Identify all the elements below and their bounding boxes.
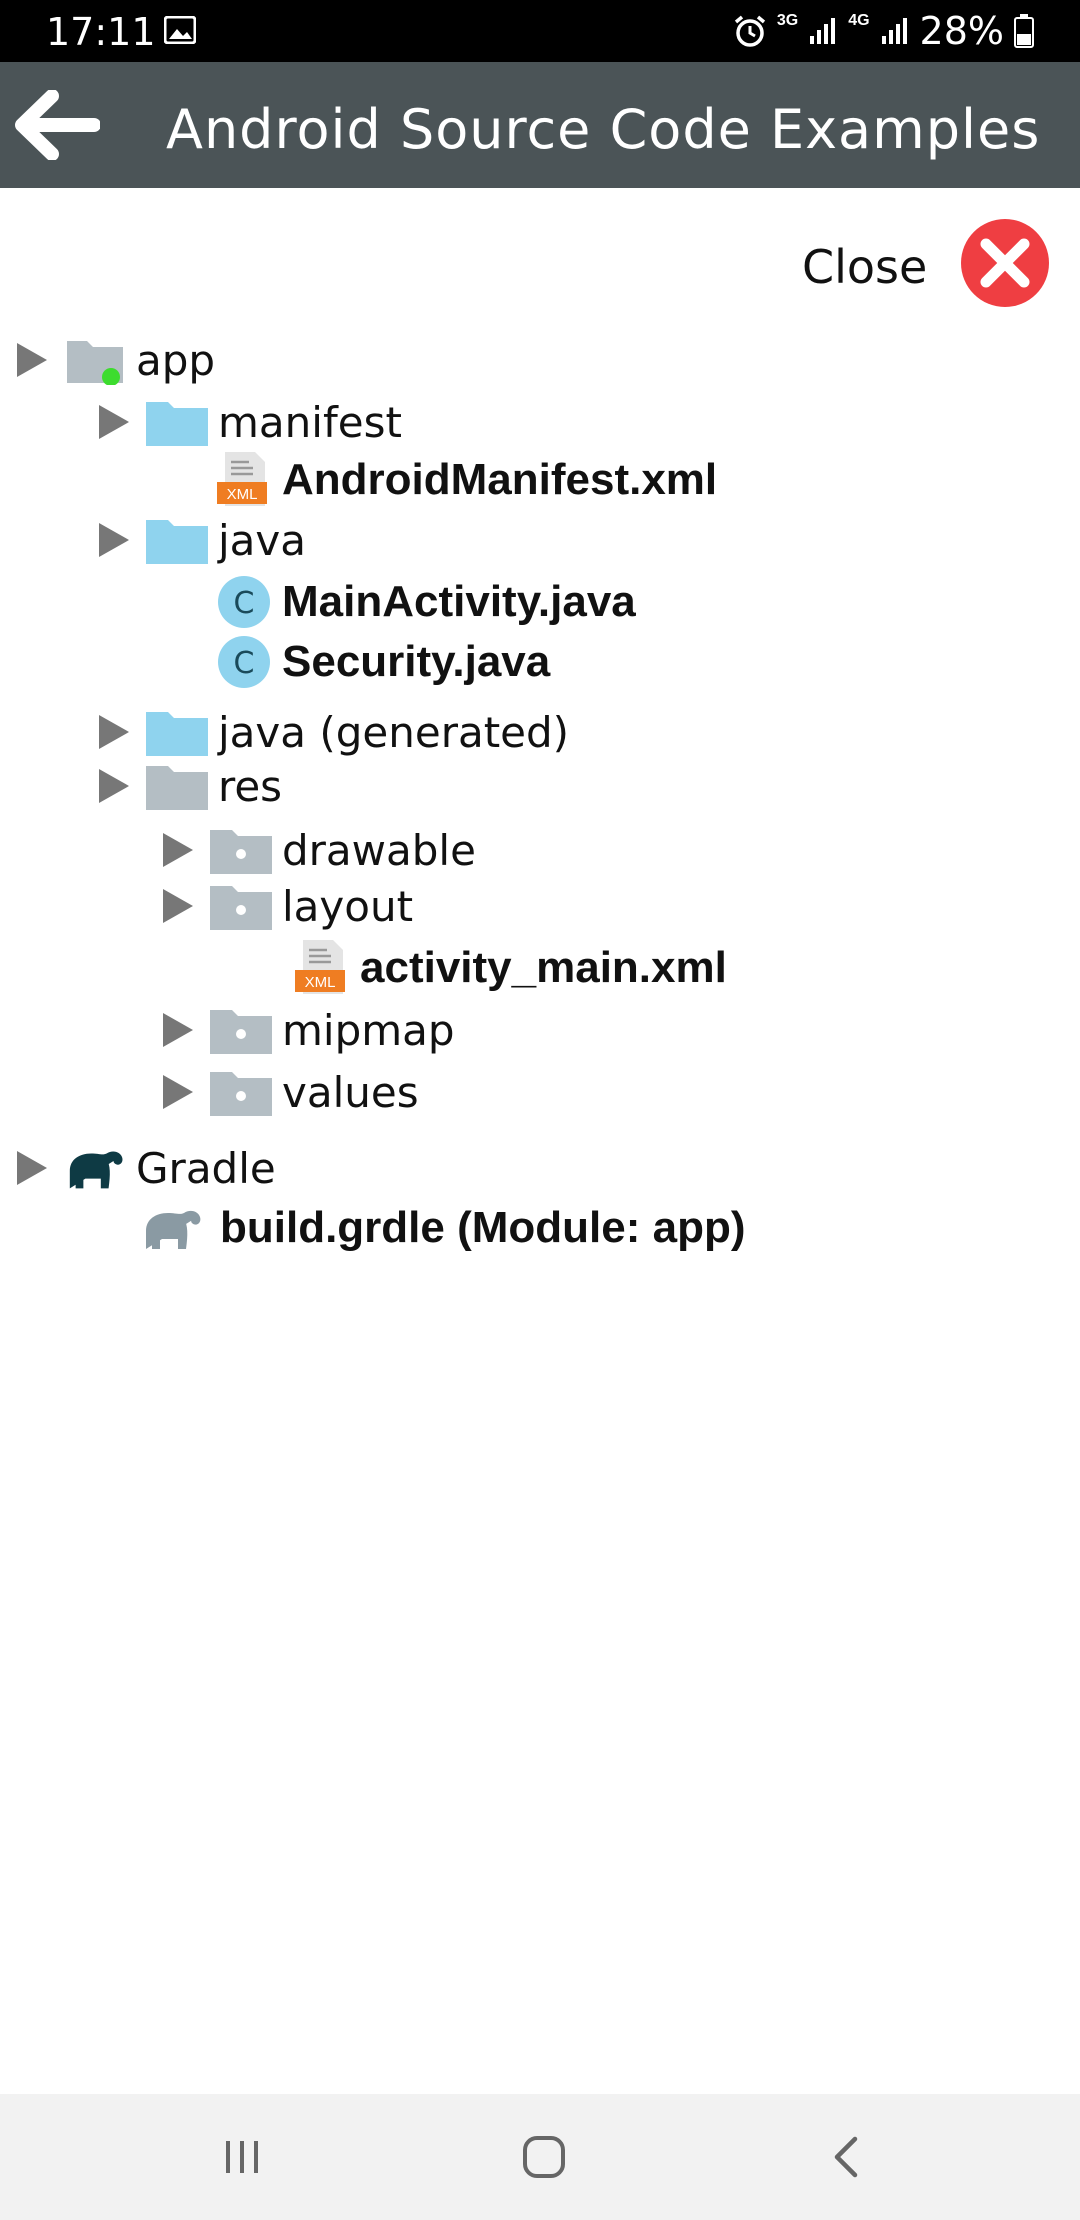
- tree-item-label: manifest: [218, 397, 402, 447]
- expand-arrow-icon[interactable]: [96, 766, 132, 806]
- home-icon[interactable]: [514, 2132, 574, 2182]
- back-arrow-icon[interactable]: [14, 90, 100, 160]
- expand-arrow-icon[interactable]: [96, 402, 132, 442]
- expand-arrow-icon[interactable]: [96, 520, 132, 560]
- tree-item-security[interactable]: C Security.java: [216, 632, 550, 692]
- java-class-icon: C: [216, 635, 272, 689]
- folder-icon: [146, 705, 208, 759]
- tree-item-label: drawable: [282, 825, 476, 875]
- tree-item-label: values: [282, 1067, 419, 1117]
- expand-arrow-icon[interactable]: [160, 830, 196, 870]
- folder-icon: [146, 395, 208, 449]
- tree-item-res[interactable]: res: [96, 756, 282, 816]
- tree-item-app[interactable]: app: [14, 330, 215, 390]
- tree-item-label: activity_main.xml: [360, 943, 727, 992]
- tree-item-java-generated[interactable]: java (generated): [96, 702, 569, 762]
- gradle-elephant-icon: [64, 1141, 126, 1195]
- back-icon[interactable]: [816, 2132, 876, 2182]
- tree-item-label: build.grdle (Module: app): [220, 1203, 746, 1252]
- battery-percentage: 28%: [919, 9, 1004, 53]
- gallery-notification-icon: [164, 16, 196, 44]
- expand-arrow-icon[interactable]: [160, 1072, 196, 1112]
- expand-arrow-icon[interactable]: [14, 1148, 50, 1188]
- xml-badge-text: XML: [227, 486, 258, 503]
- tree-item-label: MainActivity.java: [282, 577, 636, 626]
- module-folder-icon: [64, 333, 126, 387]
- xml-badge-text: XML: [305, 974, 336, 991]
- class-badge-text: C: [234, 646, 255, 681]
- tree-item-java[interactable]: java: [96, 510, 306, 570]
- battery-icon: [1014, 14, 1034, 48]
- resource-folder-icon: [210, 1065, 272, 1119]
- tree-item-layout[interactable]: layout: [160, 876, 413, 936]
- expand-arrow-icon[interactable]: [96, 712, 132, 752]
- signal-strength-icon: [810, 18, 836, 44]
- expand-arrow-icon[interactable]: [160, 886, 196, 926]
- tree-item-label: res: [218, 761, 283, 811]
- tree-item-label: java (generated): [218, 707, 570, 757]
- tree-item-main-activity[interactable]: C MainActivity.java: [216, 572, 636, 632]
- network-3g-label: 3G: [776, 12, 799, 29]
- java-class-icon: C: [216, 575, 272, 629]
- status-bar: 17:11 3G 4G 28%: [0, 0, 1080, 62]
- resource-folder-icon: [210, 879, 272, 933]
- recent-apps-icon[interactable]: [212, 2132, 272, 2182]
- tree-item-label: app: [136, 335, 216, 385]
- tree-item-drawable[interactable]: drawable: [160, 820, 476, 880]
- tree-item-values[interactable]: values: [160, 1062, 419, 1122]
- expand-arrow-icon[interactable]: [160, 1010, 196, 1050]
- xml-file-icon: XML: [216, 452, 272, 507]
- gradle-file-icon: [138, 1201, 206, 1255]
- page-title: Android Source Code Examples: [166, 98, 1041, 161]
- tree-item-label: java: [218, 515, 306, 565]
- expand-arrow-icon[interactable]: [14, 340, 50, 380]
- alarm-icon: [734, 15, 765, 47]
- folder-icon: [146, 759, 208, 813]
- signal-strength-icon: [881, 18, 907, 44]
- status-time: 17:11: [46, 10, 156, 54]
- tree-item-label: layout: [282, 881, 414, 931]
- xml-file-icon: XML: [294, 940, 350, 995]
- tree-item-build-gradle[interactable]: build.grdle (Module: app): [138, 1198, 746, 1258]
- resource-folder-icon: [210, 823, 272, 877]
- tree-item-label: mipmap: [282, 1005, 455, 1055]
- network-4g-label: 4G: [848, 12, 870, 29]
- close-icon[interactable]: [960, 218, 1050, 308]
- tree-item-gradle[interactable]: Gradle: [14, 1138, 276, 1198]
- system-navigation-bar: [0, 2094, 1080, 2220]
- class-badge-text: C: [234, 586, 255, 621]
- folder-icon: [146, 513, 208, 567]
- tree-item-label: Gradle: [136, 1143, 276, 1193]
- tree-item-label: Security.java: [282, 637, 551, 686]
- app-bar: Android Source Code Examples: [0, 62, 1080, 188]
- close-label[interactable]: Close: [802, 240, 928, 294]
- tree-item-android-manifest[interactable]: XML AndroidManifest.xml: [216, 450, 717, 510]
- tree-item-manifest[interactable]: manifest: [96, 392, 402, 452]
- resource-folder-icon: [210, 1003, 272, 1057]
- tree-item-mipmap[interactable]: mipmap: [160, 1000, 455, 1060]
- tree-item-label: AndroidManifest.xml: [282, 455, 718, 504]
- tree-item-activity-main[interactable]: XML activity_main.xml: [294, 938, 727, 998]
